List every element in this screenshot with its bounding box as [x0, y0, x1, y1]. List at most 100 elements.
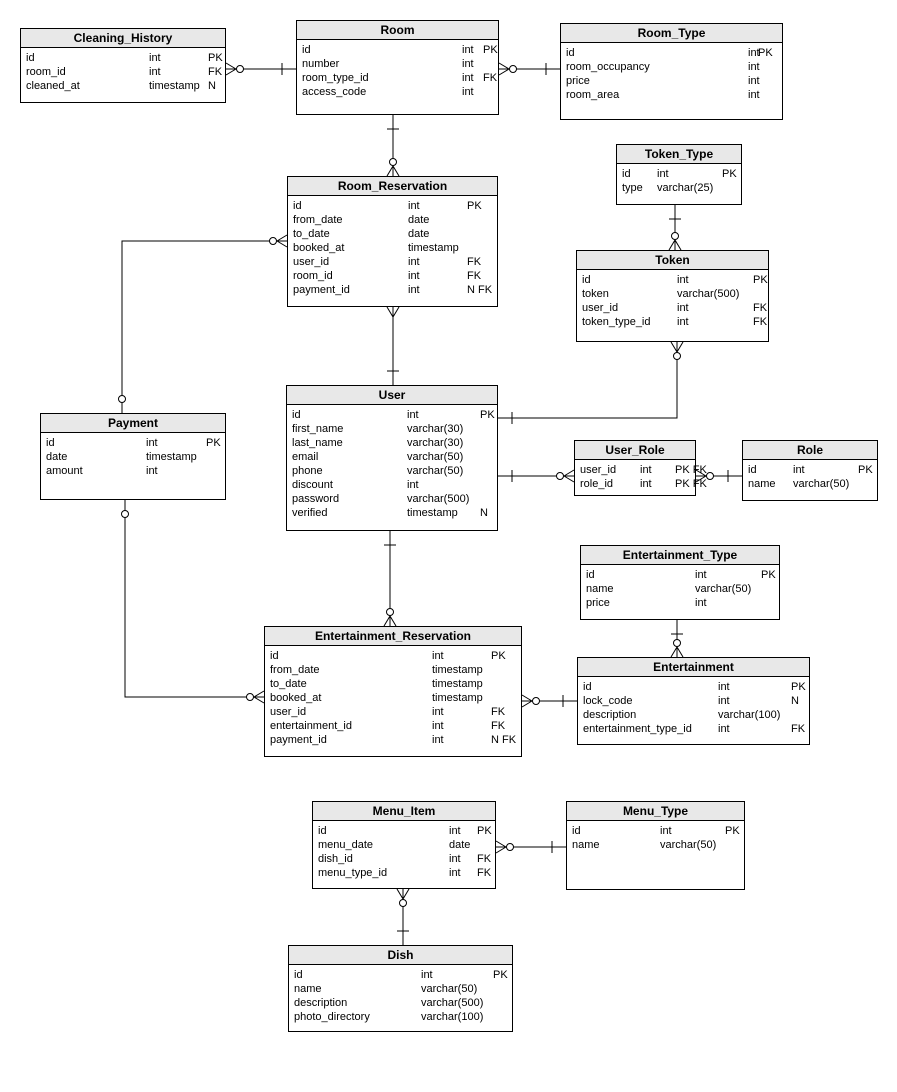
crows-foot-mark	[695, 475, 707, 483]
attribute-type: int	[449, 853, 461, 865]
attribute-type: int	[695, 597, 707, 609]
attribute-key: PK	[480, 409, 495, 421]
attribute-type: varchar(500)	[407, 493, 470, 505]
attribute-type: varchar(50)	[407, 451, 464, 463]
optional-circle-mark	[389, 158, 397, 166]
attribute-key: PK	[725, 825, 740, 837]
attribute-key: PK FK	[675, 478, 707, 490]
attribute-type: int	[149, 52, 161, 64]
attribute-key: FK	[753, 316, 768, 328]
attribute-name: price	[586, 597, 610, 609]
attribute-type: int	[718, 723, 730, 735]
attribute-name: access_code	[302, 86, 367, 98]
attribute-name: id	[586, 569, 595, 581]
attribute-name: price	[566, 75, 590, 87]
optional-circle-mark	[386, 608, 394, 616]
attribute-name: token_type_id	[582, 316, 651, 328]
attribute-name: entertainment_type_id	[583, 723, 692, 735]
attribute-key: FK	[491, 706, 506, 718]
attribute-type: int	[407, 479, 419, 491]
attribute-name: id	[572, 825, 581, 837]
entity-title: Token	[577, 251, 768, 270]
attribute-type: int	[640, 478, 652, 490]
attribute-name: room_occupancy	[566, 61, 650, 73]
attribute-name: to_date	[293, 228, 330, 240]
attribute-type: varchar(100)	[718, 709, 781, 721]
attribute-key: FK	[477, 853, 492, 865]
attribute-key: FK	[467, 270, 482, 282]
attribute-row: name varchar(50)	[748, 477, 872, 491]
attribute-name: name	[572, 839, 600, 851]
attribute-key: FK	[467, 256, 482, 268]
attribute-type: varchar(50)	[793, 478, 850, 490]
attribute-name: user_id	[270, 706, 307, 718]
crows-foot-mark	[563, 469, 575, 477]
attribute-name: room_id	[26, 66, 66, 78]
attribute-type: timestamp	[432, 678, 483, 690]
attribute-name: description	[583, 709, 637, 721]
crows-foot-mark	[276, 234, 288, 242]
attribute-type: int	[793, 464, 805, 476]
attribute-name: name	[748, 478, 776, 490]
attribute-type: int	[432, 720, 444, 732]
crows-foot-mark	[253, 696, 265, 704]
attribute-key: PK	[491, 650, 506, 662]
attribute-type: int	[695, 569, 707, 581]
attribute-key: FK	[477, 867, 492, 879]
attribute-name: lock_code	[583, 695, 633, 707]
attribute-name: user_id	[293, 256, 330, 268]
attribute-name: amount	[46, 465, 83, 477]
attribute-name: name	[586, 583, 614, 595]
attribute-key: N FK	[491, 734, 517, 746]
attribute-name: photo_directory	[294, 1011, 370, 1023]
attribute-name: date	[46, 451, 68, 463]
crows-foot-mark	[676, 341, 684, 353]
attribute-name: password	[292, 493, 340, 505]
attribute-type: varchar(50)	[660, 839, 717, 851]
optional-circle-mark	[556, 472, 564, 480]
attribute-type: int	[660, 825, 672, 837]
attribute-name: id	[302, 44, 311, 56]
attribute-type: date	[408, 214, 430, 226]
attribute-key: FK	[791, 723, 806, 735]
attribute-type: int	[677, 316, 689, 328]
attribute-name: name	[294, 983, 322, 995]
crows-foot-mark	[392, 165, 400, 177]
attribute-type: timestamp	[408, 242, 459, 254]
entity-title: Entertainment	[578, 658, 809, 677]
entity-title: Room_Reservation	[288, 177, 497, 196]
crows-foot-mark	[396, 888, 404, 900]
crows-foot-mark	[276, 240, 288, 248]
attribute-name: from_date	[270, 664, 320, 676]
optional-circle-mark	[399, 899, 407, 907]
entity-title: User	[287, 386, 497, 405]
attribute-name: verified	[292, 507, 328, 519]
attribute-type: timestamp	[432, 692, 483, 704]
entity-title: Token_Type	[617, 145, 741, 164]
attribute-name: discount	[292, 479, 333, 491]
